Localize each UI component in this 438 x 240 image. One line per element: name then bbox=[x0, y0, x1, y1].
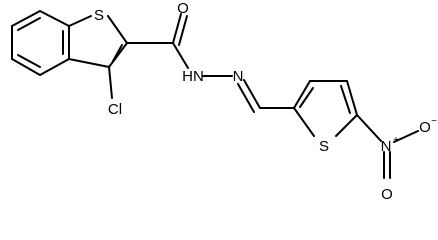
sulfur-label-nitrothiophene: S bbox=[319, 138, 329, 155]
nitrogen-label-imine: N bbox=[233, 68, 244, 85]
sulfur-label-fused: S bbox=[94, 7, 104, 24]
hydrazone-linkage bbox=[202, 75, 295, 113]
oxygen-label-carbonyl: O bbox=[177, 0, 189, 17]
structure-canvas: S O HN N Cl S N + O − O bbox=[11, 0, 437, 203]
fused-thiophene-ring bbox=[68, 15, 128, 68]
c-cl-bond bbox=[108, 66, 113, 99]
oxygen-label-nitro-top: O bbox=[419, 119, 431, 136]
nitrogen-label-nitro: N bbox=[381, 138, 392, 155]
nitrothiophene-ring bbox=[293, 80, 358, 137]
carbonyl-group bbox=[126, 13, 189, 69]
benzene-ring bbox=[11, 10, 70, 76]
nitro-nitrogen-charge: + bbox=[393, 135, 399, 146]
chlorine-label: Cl bbox=[108, 101, 122, 118]
nitro-group bbox=[356, 114, 419, 179]
nitro-oxygen-charge: − bbox=[431, 116, 437, 127]
molecule-drawing: S O HN N Cl S N + O − O bbox=[11, 0, 437, 203]
oxygen-label-nitro-bottom: O bbox=[381, 186, 393, 203]
nh-label: HN bbox=[182, 68, 204, 85]
